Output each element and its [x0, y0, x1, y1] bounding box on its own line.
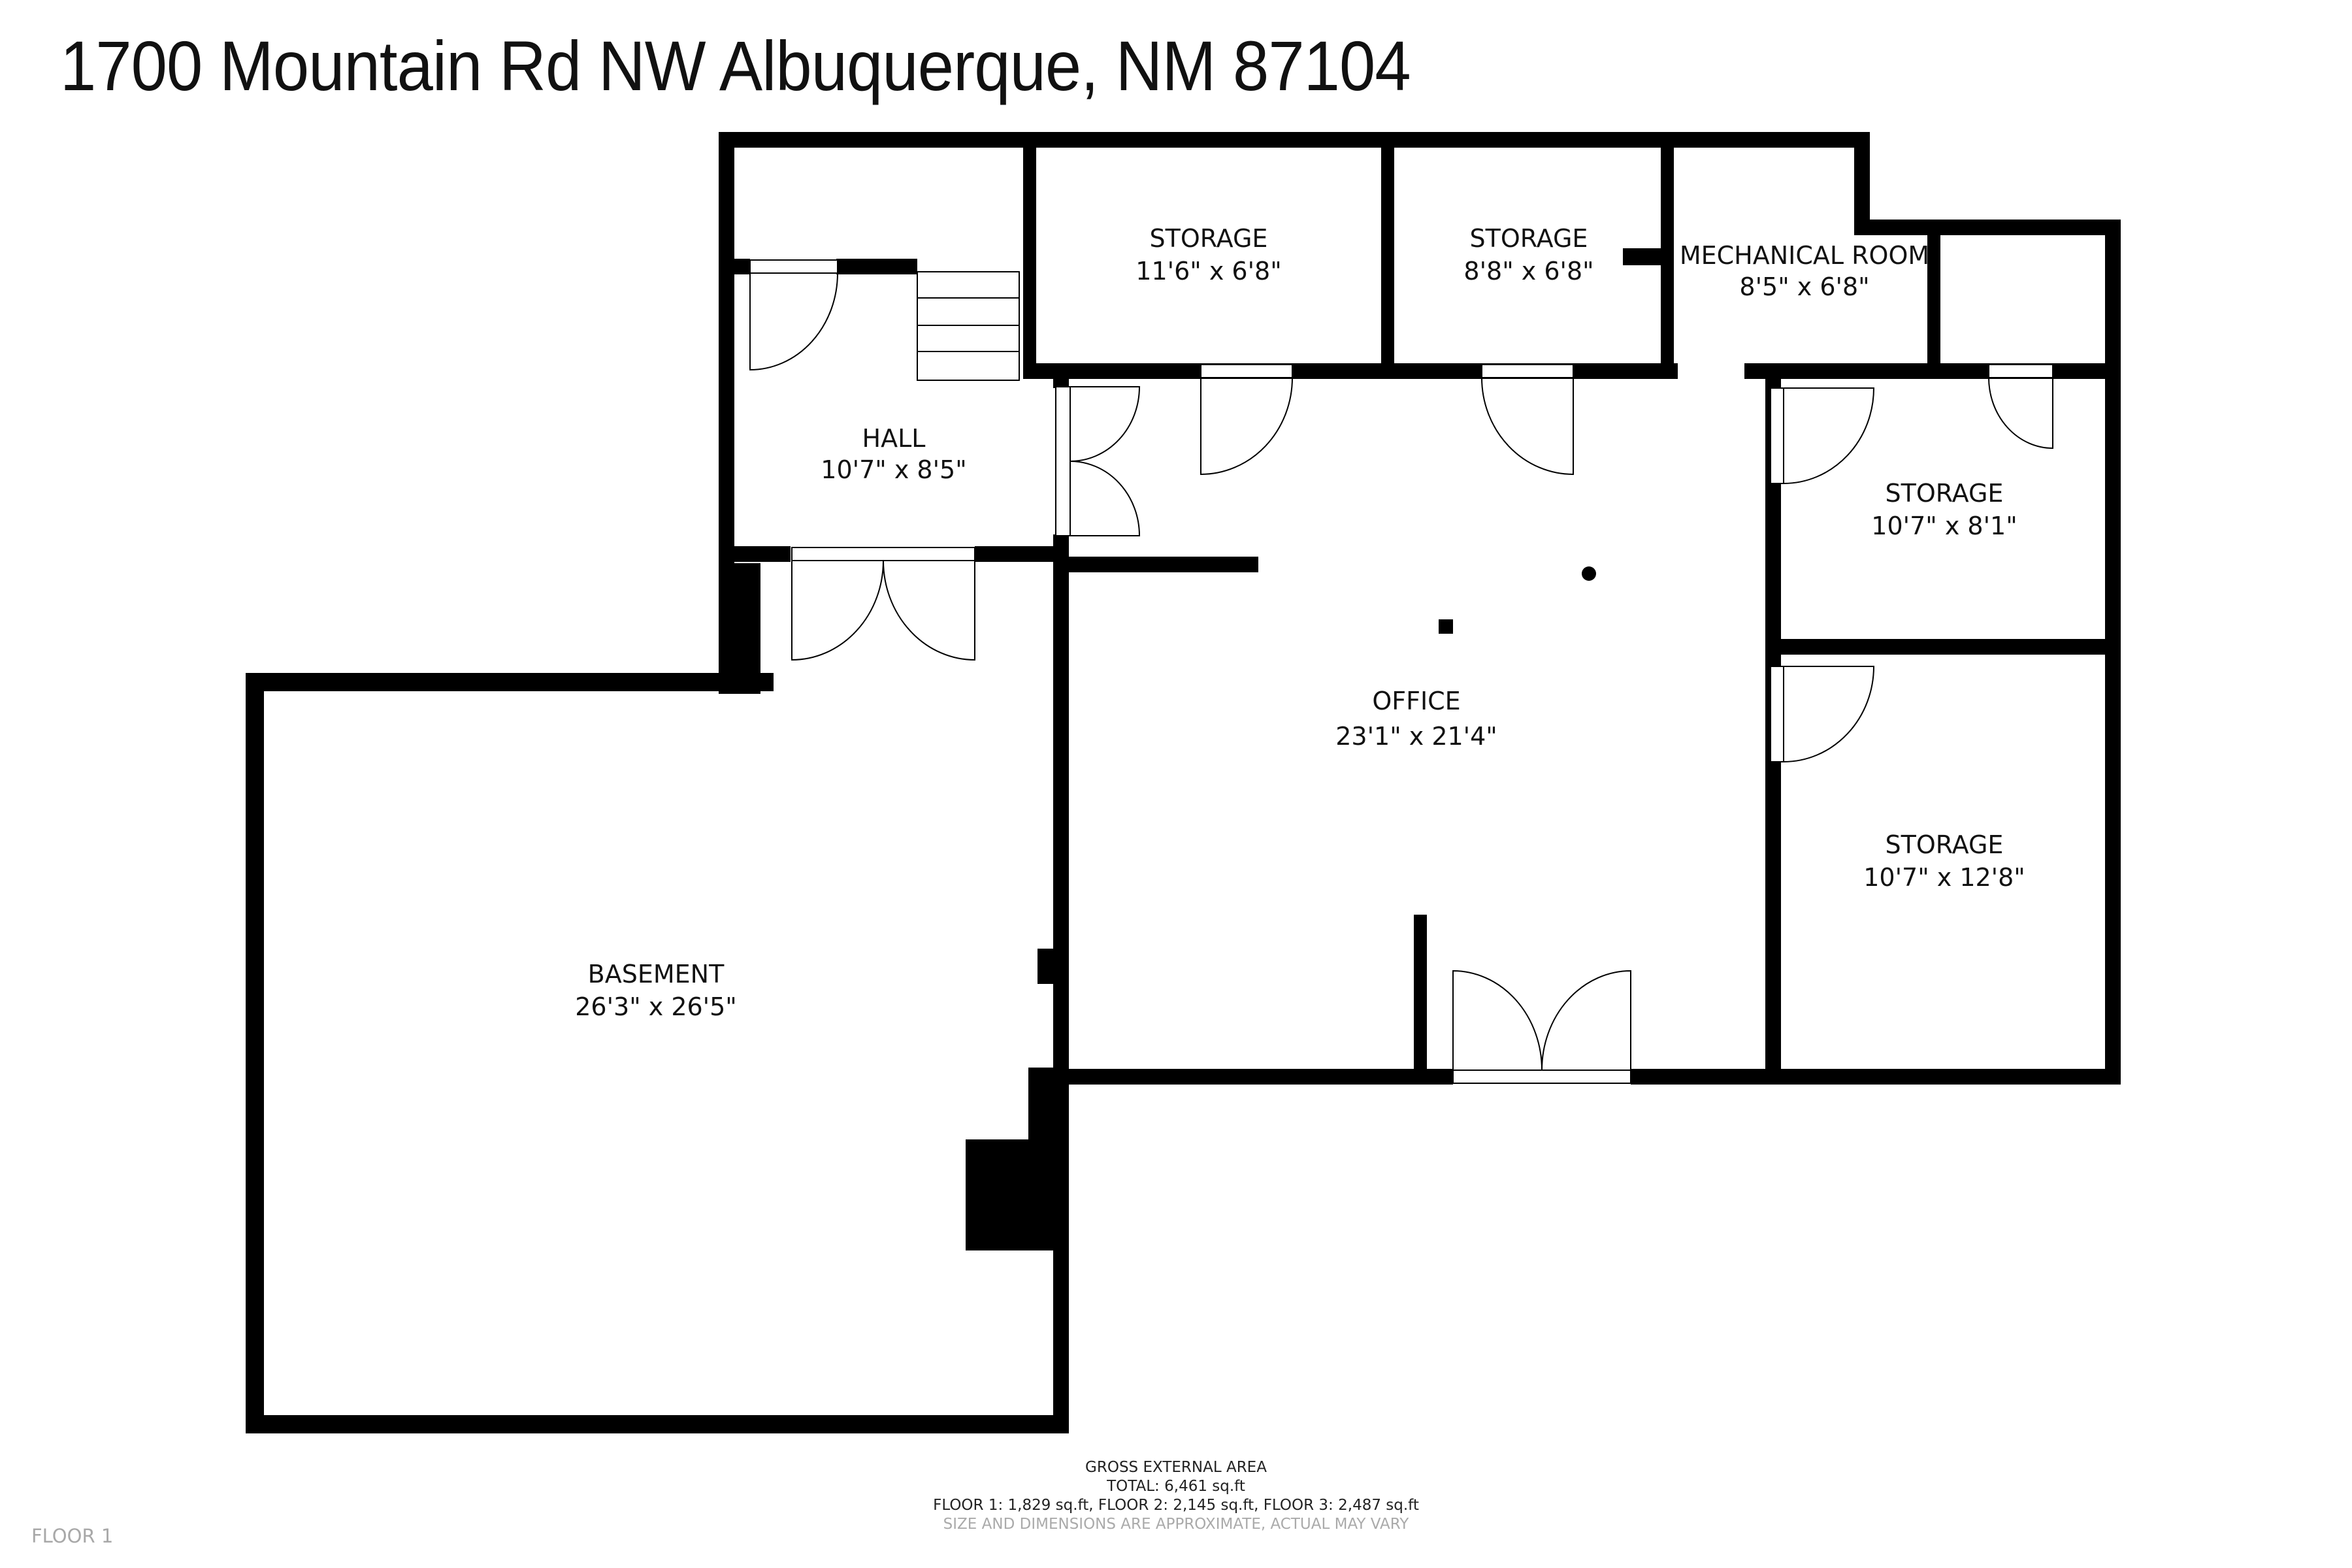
storage-2-dims: 8'8" x 6'8": [1463, 257, 1593, 286]
storage-2-name: STORAGE: [1470, 224, 1588, 253]
storage-1-name: STORAGE: [1150, 224, 1268, 253]
office-dims: 23'1" x 21'4": [1335, 722, 1497, 751]
gross-area-heading: GROSS EXTERNAL AREA: [1085, 1459, 1267, 1476]
storage-4-name: STORAGE: [1886, 830, 2004, 859]
storage-3-dims: 10'7" x 8'1": [1871, 512, 2017, 540]
address-title: 1700 Mountain Rd NW Albuquerque, NM 8710…: [60, 26, 1411, 105]
walls: [246, 132, 2121, 1433]
mechanical-room-dims: 8'5" x 6'8": [1739, 272, 1869, 301]
hall-name: HALL: [862, 424, 926, 453]
disclaimer: SIZE AND DIMENSIONS ARE APPROXIMATE, ACT…: [943, 1516, 1409, 1533]
hall-dims: 10'7" x 8'5": [821, 455, 966, 484]
pole-marker: [1582, 566, 1596, 581]
column-marker: [1439, 619, 1453, 634]
mechanical-room-name: MECHANICAL ROOM: [1680, 241, 1929, 270]
doors-and-stairs: [749, 259, 2053, 1084]
storage-1-dims: 11'6" x 6'8": [1135, 257, 1281, 286]
storage-4-dims: 10'7" x 12'8": [1863, 863, 2025, 892]
total-area: TOTAL: 6,461 sq.ft: [1107, 1478, 1245, 1495]
floor-areas: FLOOR 1: 1,829 sq.ft, FLOOR 2: 2,145 sq.…: [933, 1497, 1419, 1514]
office-name: OFFICE: [1372, 687, 1460, 715]
floor-label: FLOOR 1: [31, 1525, 114, 1547]
basement-name: BASEMENT: [588, 960, 725, 988]
area-summary: GROSS EXTERNAL AREA TOTAL: 6,461 sq.ft F…: [0, 1458, 2352, 1534]
room-labels: STORAGE 11'6" x 6'8" STORAGE 8'8" x 6'8"…: [575, 224, 2025, 1021]
storage-3-name: STORAGE: [1886, 479, 2004, 508]
basement-dims: 26'3" x 26'5": [575, 992, 737, 1021]
